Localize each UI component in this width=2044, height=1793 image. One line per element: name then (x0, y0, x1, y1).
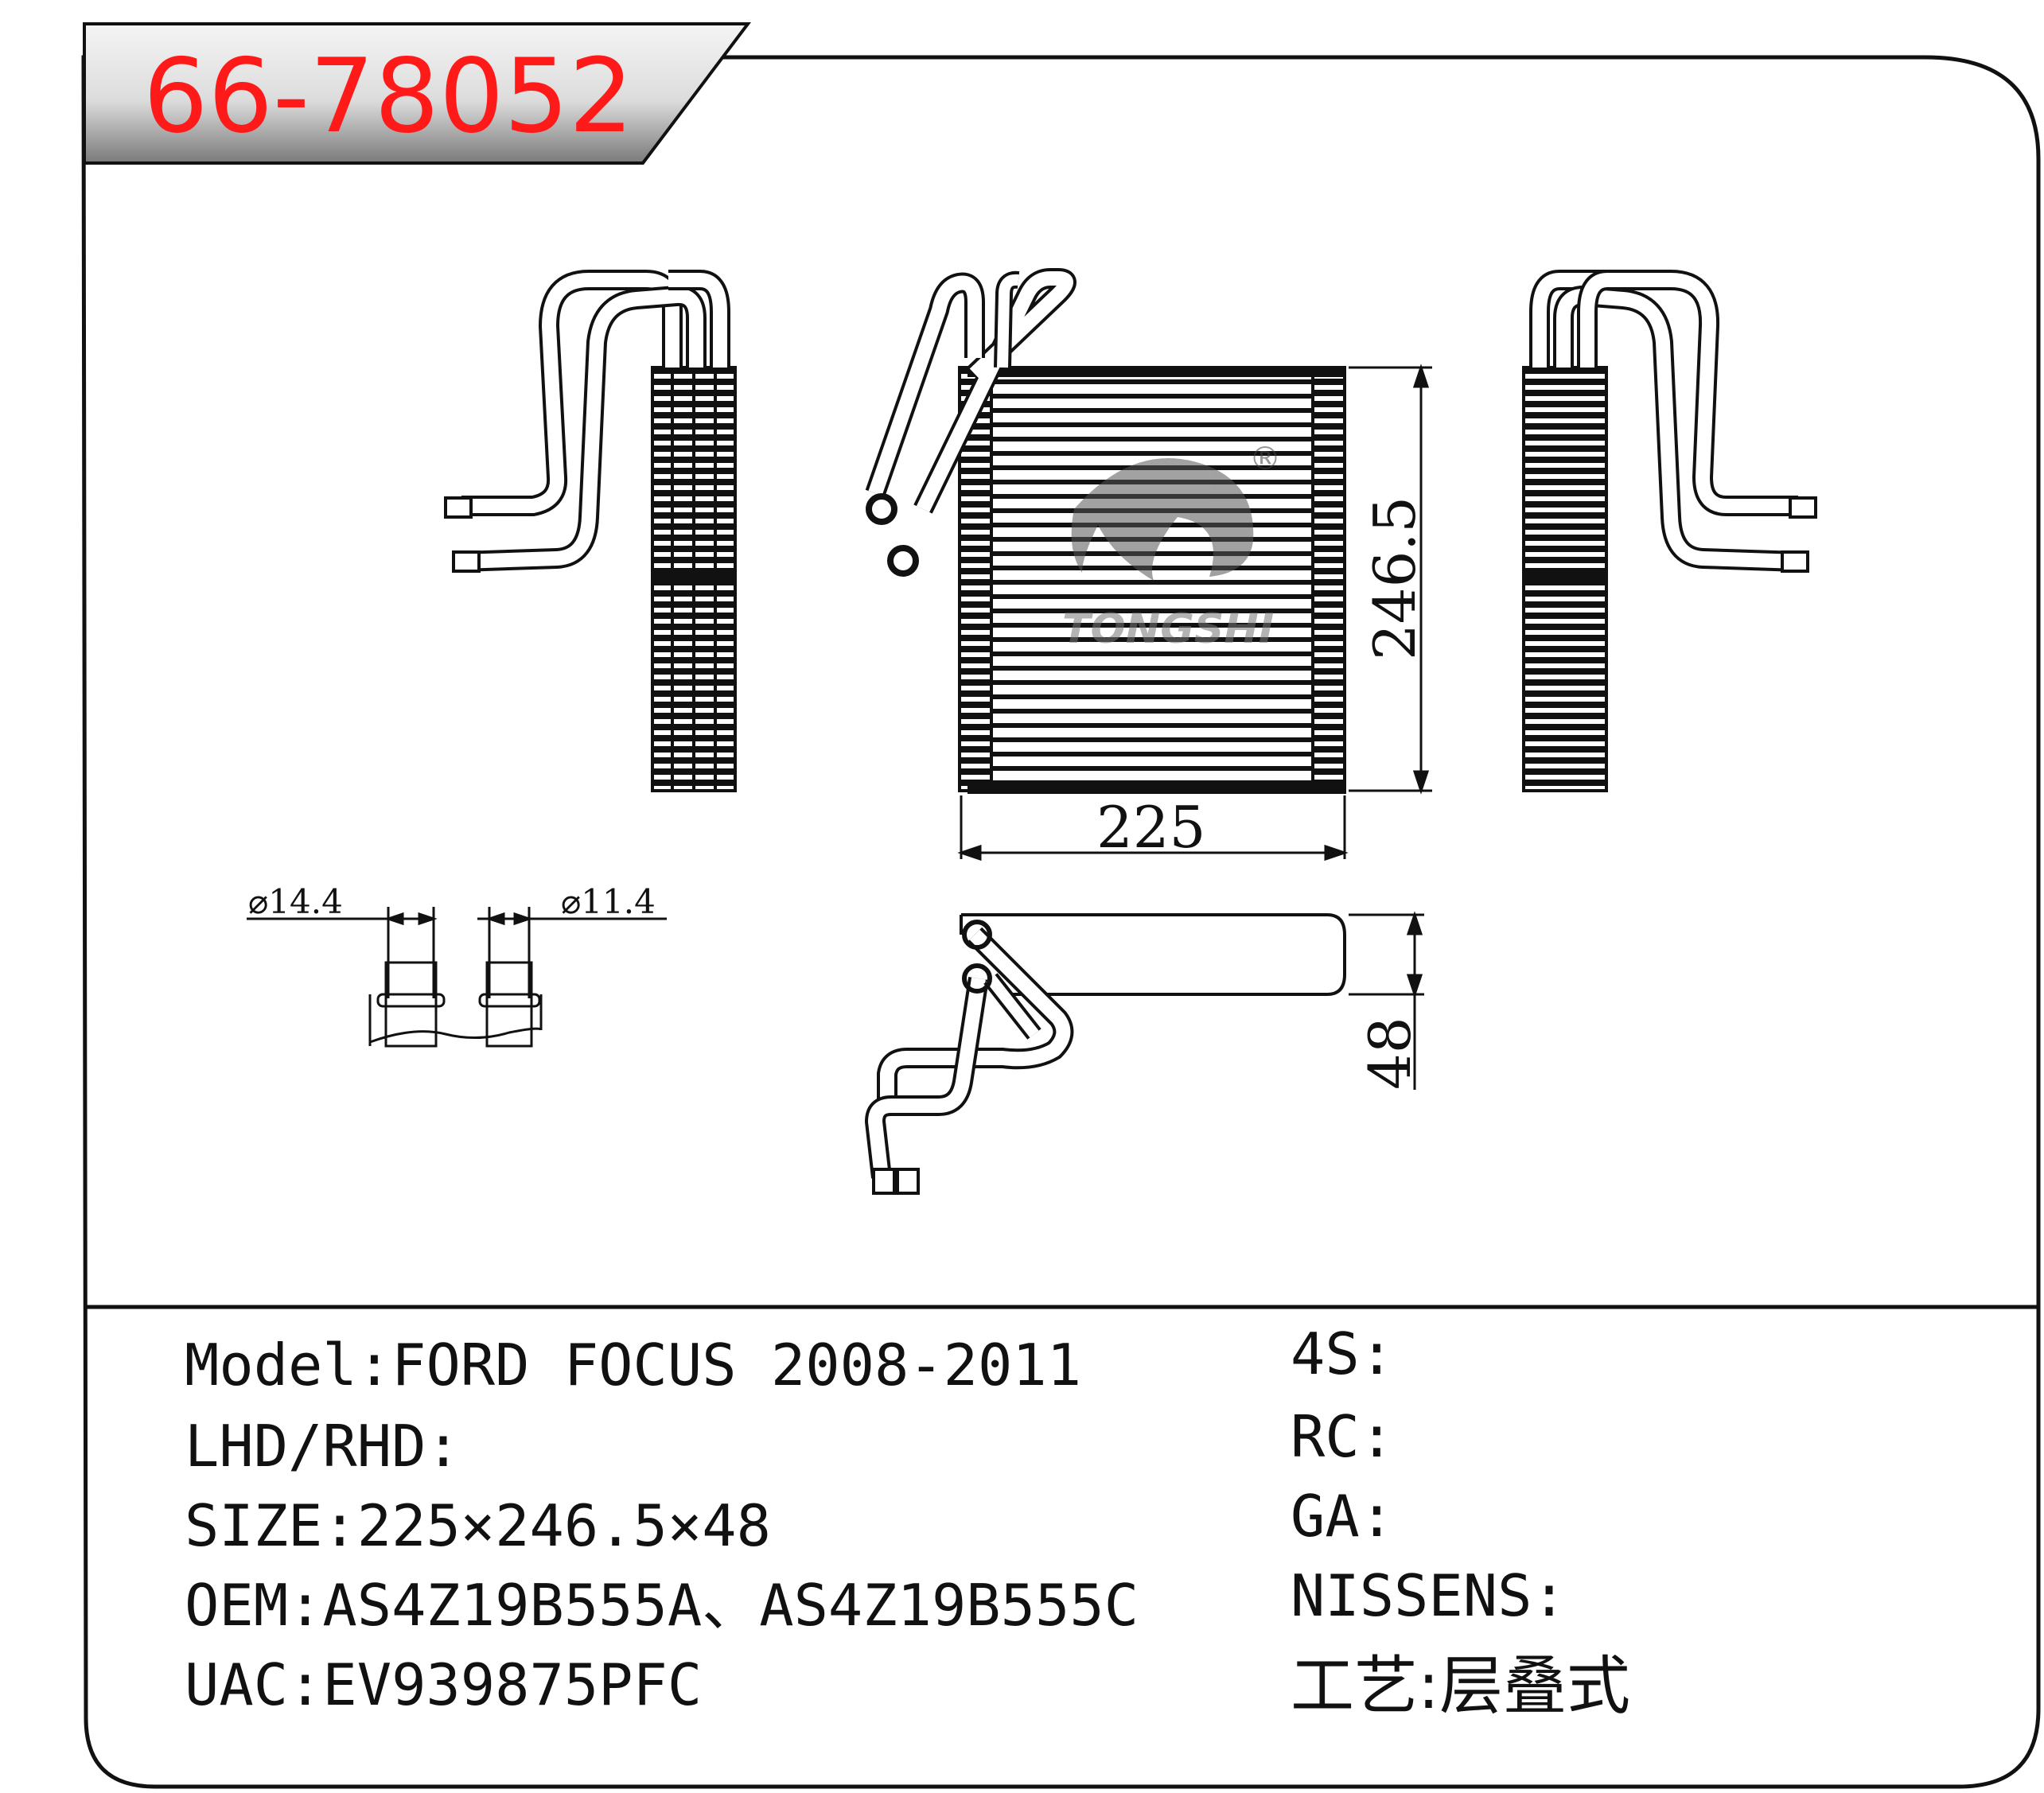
spec-value: EV939875PFC (322, 1651, 703, 1718)
watermark-text: TONGSHI (1062, 605, 1274, 653)
evaporator-left-side-view (444, 270, 737, 792)
pipe-diameter-right-label: ⌀11.4 (561, 882, 656, 921)
pipe-diameter-detail (247, 907, 667, 1048)
spec-key: LHD/RHD: (185, 1413, 461, 1480)
dimension-height-label: 246.5 (1361, 496, 1428, 660)
spec-key: SIZE: (185, 1492, 357, 1559)
spec-key: 工艺: (1291, 1649, 1439, 1723)
spec-left-uac: UAC:EV939875PFC (185, 1656, 702, 1713)
dimension-height (1349, 364, 1432, 795)
evaporator-top-view (864, 913, 1346, 1195)
spec-value: AS4Z19B555A、AS4Z19B555C (322, 1572, 1139, 1639)
brand-watermark: TONGSHI ® (1062, 441, 1281, 653)
spec-right-process: 工艺:层叠式 (1291, 1655, 1630, 1718)
spec-right-4s: 4S: (1291, 1325, 1394, 1383)
outer-frame (81, 55, 2041, 1789)
dimension-width-label: 225 (1096, 794, 1205, 861)
spec-value: 层叠式 (1439, 1649, 1630, 1723)
front-fin-lines (969, 379, 1345, 785)
spec-key: GA: (1291, 1483, 1395, 1550)
dimension-depth (1349, 911, 1424, 1090)
spec-left-size: SIZE:225×246.5×48 (185, 1497, 771, 1554)
spec-key: UAC: (185, 1651, 323, 1718)
part-number: 66-78052 (143, 37, 633, 156)
spec-right-nissens: NISSENS: (1291, 1567, 1567, 1624)
evaporator-right-side-view (1522, 270, 1817, 792)
spec-key: NISSENS: (1291, 1562, 1567, 1629)
title-banner: 66-78052 (83, 22, 752, 165)
evaporator-front-view (865, 268, 1346, 794)
spec-right-ga: GA: (1291, 1488, 1394, 1545)
spec-right-rc: RC: (1291, 1408, 1394, 1465)
dimension-depth-label: 48 (1357, 1017, 1423, 1090)
dimension-width (957, 795, 1349, 861)
spec-left-model: Model:FORD FOCUS 2008-2011 (185, 1336, 1081, 1394)
spec-value: FORD FOCUS 2008-2011 (391, 1332, 1082, 1398)
spec-key: 4S: (1291, 1320, 1395, 1387)
spec-left-lhd-rhd: LHD/RHD: (185, 1418, 461, 1475)
pipe-diameter-left-label: ⌀14.4 (248, 882, 343, 921)
spec-key: RC: (1291, 1403, 1395, 1470)
spec-left-oem: OEM:AS4Z19B555A、AS4Z19B555C (185, 1577, 1139, 1634)
spec-value: 225×246.5×48 (356, 1492, 771, 1559)
spec-key: Model: (185, 1332, 392, 1398)
spec-key: OEM: (185, 1572, 323, 1639)
registered-mark: ® (1249, 441, 1281, 477)
